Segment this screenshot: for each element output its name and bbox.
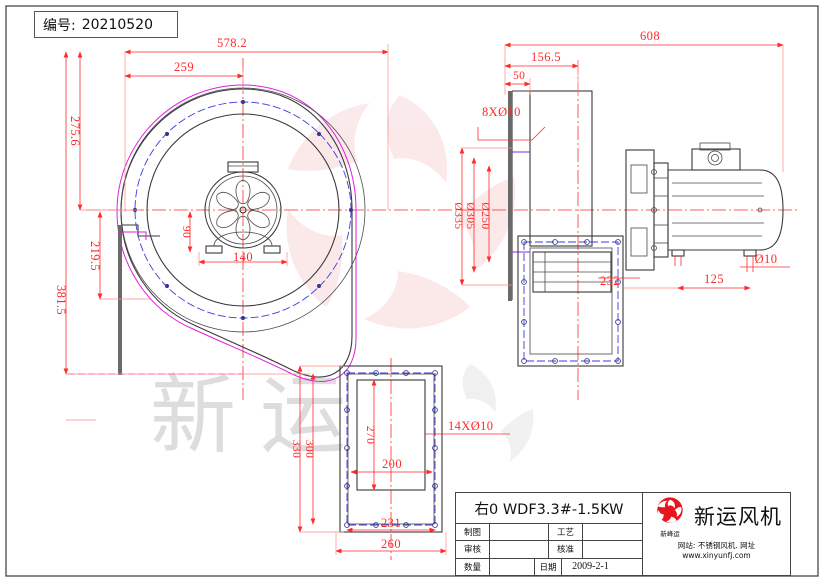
dim-bolt-note-bottom: 14XØ10 (448, 419, 493, 433)
label-drawn-by: 制图 (456, 524, 490, 541)
dim-dia-inner: Ø250 (479, 202, 491, 229)
label-process: 工艺 (549, 524, 583, 541)
side-mounting-plate (508, 91, 512, 301)
dim-inner-height: 300 (303, 440, 315, 458)
title-row-check: 审核 核准 (456, 541, 642, 559)
label-date: 日期 (535, 558, 562, 575)
mounting-plate-bracket (122, 224, 160, 237)
impeller-foot-right (263, 245, 281, 254)
front-view-dimensions: 578.2 259 275.6 381.5 219.5 90 1 (54, 36, 389, 375)
value-quantity (490, 558, 535, 575)
motor-foot-right (743, 249, 757, 257)
drawing-number-value: 20210520 (81, 16, 153, 33)
dim-bolt-note-side: 8XØ10 (482, 105, 521, 119)
fan-logo-icon: 新峰运 (651, 496, 689, 538)
mounting-plate-gasket (118, 231, 147, 240)
motor-axis-dot (757, 207, 763, 213)
dim-upper-height: 275.6 (68, 116, 82, 146)
value-drawn-by (490, 524, 549, 541)
impeller-foot-bracket (213, 231, 273, 247)
inlet-flange-outer (517, 235, 624, 367)
label-approved: 核准 (549, 541, 583, 558)
dim-hub-height: 90 (180, 226, 192, 238)
value-process (583, 524, 640, 540)
hub-terminal-box (227, 161, 259, 173)
title-block: 右0 WDF3.3#-1.5KW 制图 工艺 审核 核准 数量 日期 2009-… (455, 492, 791, 576)
drawing-number-label: 编号: (43, 17, 76, 34)
outlet-flange-inner (347, 373, 435, 525)
dim-inlet-offset: 259 (174, 60, 194, 74)
website-line-1: 网站: 不锈钢风机. 网址 (677, 541, 756, 550)
dim-dia-outer: Ø335 (452, 202, 464, 229)
motor-terminal-box (691, 148, 741, 171)
dim-outer-height: 330 (290, 440, 302, 458)
dim-foot-hole: Ø10 (755, 252, 778, 266)
inlet-flange-inner (529, 247, 613, 355)
impeller-hub (239, 206, 247, 214)
impeller-inner (208, 175, 278, 245)
value-approved (583, 541, 640, 557)
dim-outer-width: 260 (381, 537, 401, 551)
value-date: 2009-2-1 (572, 561, 609, 573)
value-reviewed-by (490, 541, 549, 558)
label-quantity: 数量 (456, 558, 490, 575)
website-line-2: www.xinyunfj.com (682, 551, 751, 560)
brand-name: 新运风机 (694, 504, 782, 529)
inlet-flange-bolt-rect (523, 241, 619, 362)
mounting-plate (118, 225, 122, 375)
inlet-ring-circle (146, 113, 340, 307)
terminal-box-lid (699, 142, 731, 151)
inlet-flange-bolt-holes (521, 239, 621, 364)
motor-foot-left (671, 249, 685, 257)
dim-opening-width: 200 (382, 457, 402, 471)
outlet-bolt-holes (344, 370, 438, 528)
sub-logo-text: 新峰运 (660, 530, 680, 538)
impeller-foot-left (205, 245, 223, 254)
brand-logo-row: 新峰运 新运风机 (651, 496, 782, 538)
construction-lines (66, 373, 310, 421)
scroll-housing-outline (120, 88, 353, 378)
dim-overall-length: 608 (640, 29, 660, 43)
inlet-bolt-holes (132, 99, 354, 321)
outlet-bolt-rect (346, 372, 436, 526)
outlet-opening (356, 379, 426, 491)
watermark-logo-secondary (462, 364, 534, 462)
dim-hub-width: 140 (233, 250, 253, 264)
impeller-blades (216, 179, 270, 241)
title-row-date: 数量 日期 2009-2-1 (456, 558, 642, 575)
title-row-draw: 制图 工艺 (456, 524, 642, 542)
dim-base-offset: 232 (600, 274, 620, 288)
model-designation: 右0 WDF3.3#-1.5KW (456, 493, 642, 524)
dim-lower-height: 219.5 (88, 241, 102, 271)
label-reviewed-by: 审核 (456, 541, 490, 558)
dim-bolt-width: 231 (381, 516, 401, 530)
front-view (68, 58, 470, 400)
title-block-right: 新峰运 新运风机 网站: 不锈钢风机. 网址 www.xinyunfj.com (643, 493, 790, 575)
dim-overall-width: 578.2 (217, 36, 247, 50)
dim-housing-length: 156.5 (531, 50, 561, 64)
side-view-dimensions: 608 156.5 50 8XØ10 Ø335 Ø305 Ø250 232 (452, 29, 790, 291)
dim-opening-height: 270 (364, 426, 376, 444)
drawing-number-box: 编号: 20210520 (34, 11, 178, 38)
dim-motor-foot: 125 (704, 272, 724, 286)
grille-lines (533, 252, 611, 292)
motor-fins (672, 182, 764, 237)
dim-dia-mid: Ø305 (464, 202, 476, 229)
side-housing-body (529, 90, 593, 247)
motor-body (667, 169, 784, 251)
bottom-view-dimensions: 330 300 270 200 231 260 14XØ10 (290, 365, 510, 555)
dim-flange-thk: 50 (513, 70, 525, 82)
side-view (470, 60, 800, 400)
title-block-left: 右0 WDF3.3#-1.5KW 制图 工艺 审核 核准 数量 日期 2009-… (456, 493, 643, 575)
adapter-window-1 (630, 164, 648, 194)
terminal-cable-gland-inner (711, 154, 719, 162)
dim-overall-height: 381.5 (54, 285, 68, 315)
terminal-cable-gland-outer (707, 150, 723, 166)
adapter-window-2 (630, 227, 648, 257)
